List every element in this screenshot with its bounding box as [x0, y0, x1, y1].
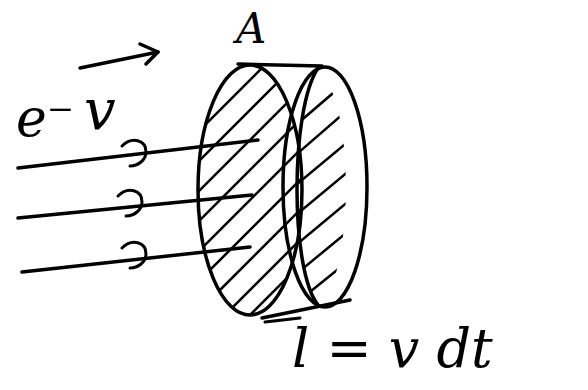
back-hatching — [290, 70, 368, 315]
cylinder-bottom-edge — [262, 300, 350, 318]
thickness-label: l = v dt — [292, 322, 493, 376]
area-label: A — [236, 8, 266, 50]
flow-hooks — [118, 140, 146, 268]
front-hatching — [190, 50, 305, 320]
back-face — [283, 67, 367, 307]
velocity-label: v — [84, 82, 116, 138]
electron-flow-lines — [18, 140, 258, 272]
vector-arrow — [80, 44, 158, 68]
back-face-inner — [297, 68, 318, 305]
particle-label: e⁻ — [16, 92, 74, 144]
